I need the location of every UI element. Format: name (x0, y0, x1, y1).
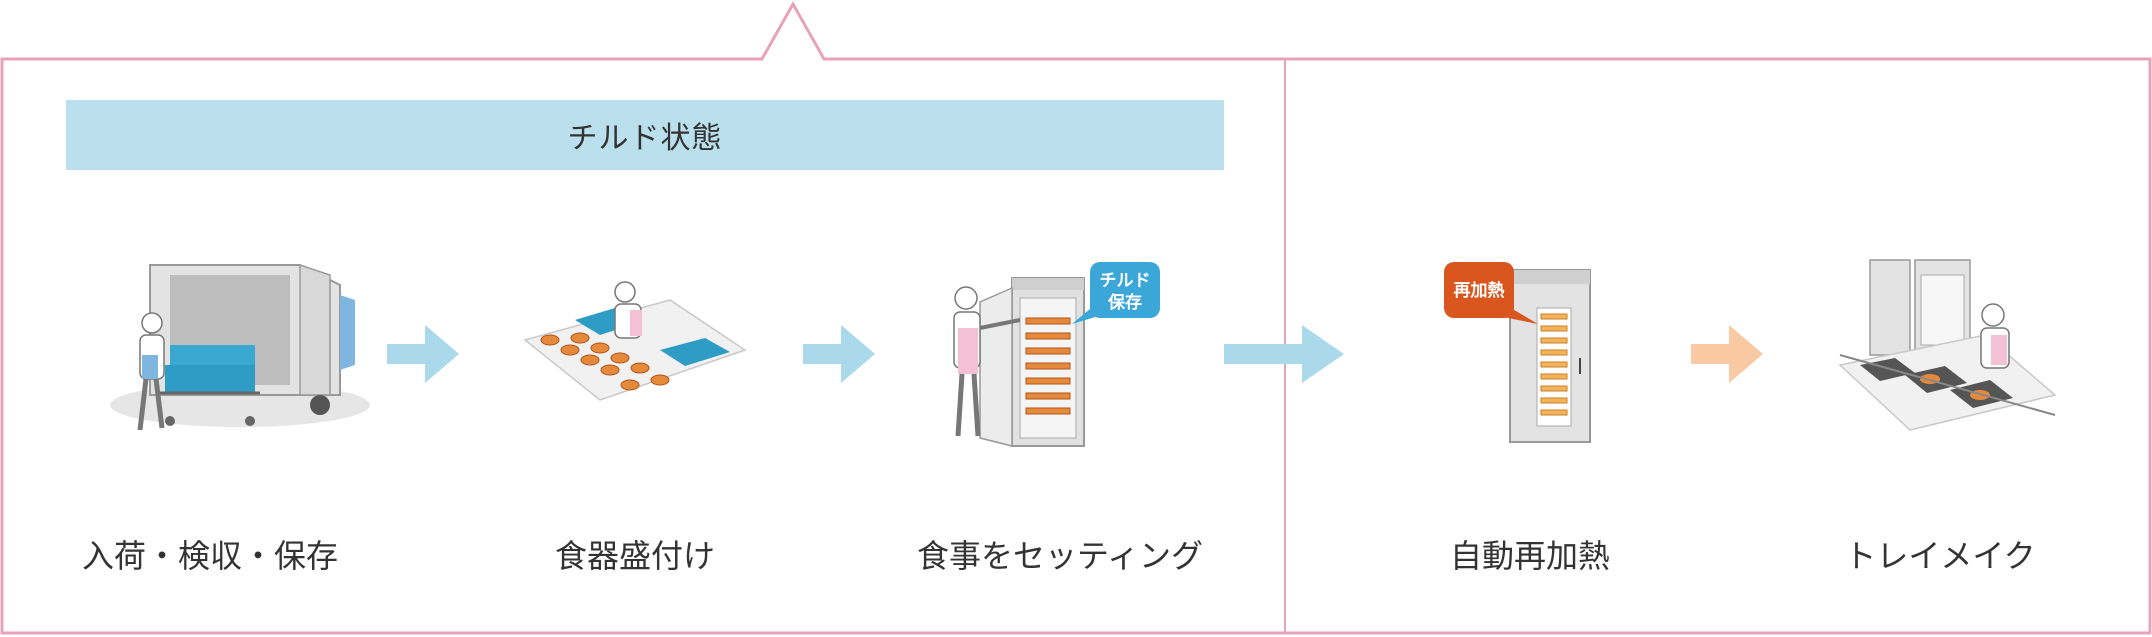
truck-unloading-illustration (110, 263, 370, 431)
chilled-state-banner: チルド状態 (66, 100, 1224, 170)
chilled-callout-line2: 保存 (1107, 292, 1142, 313)
arrow-step3-to-step4 (1224, 325, 1344, 383)
step-label-auto-reheat: 自動再加熱 (1449, 537, 1610, 575)
step-label-arrival-inspection-storage: 入荷・検収・保存 (81, 537, 338, 575)
chilled-callout-line1: チルド (1100, 271, 1151, 291)
auto-reheat-cabinet-illustration (1509, 269, 1591, 443)
arrow-step2-to-step3 (803, 325, 875, 383)
step-label-plating: 食器盛付け (554, 537, 715, 575)
tray-make-illustration (1838, 259, 2057, 431)
step-label-meal-setting: 食事をセッティング (916, 537, 1204, 575)
chilled-storage-callout: チルド 保存 (1072, 262, 1160, 324)
reheat-callout-label: 再加熱 (1454, 280, 1505, 301)
arrow-step1-to-step2 (387, 325, 459, 383)
step-label-tray-make: トレイメイク (1844, 537, 2036, 575)
arrow-step4-to-step5 (1691, 325, 1763, 383)
reheat-callout: 再加熱 (1444, 262, 1538, 324)
plating-illustration (523, 281, 747, 401)
meal-setting-illustration (953, 277, 1085, 447)
